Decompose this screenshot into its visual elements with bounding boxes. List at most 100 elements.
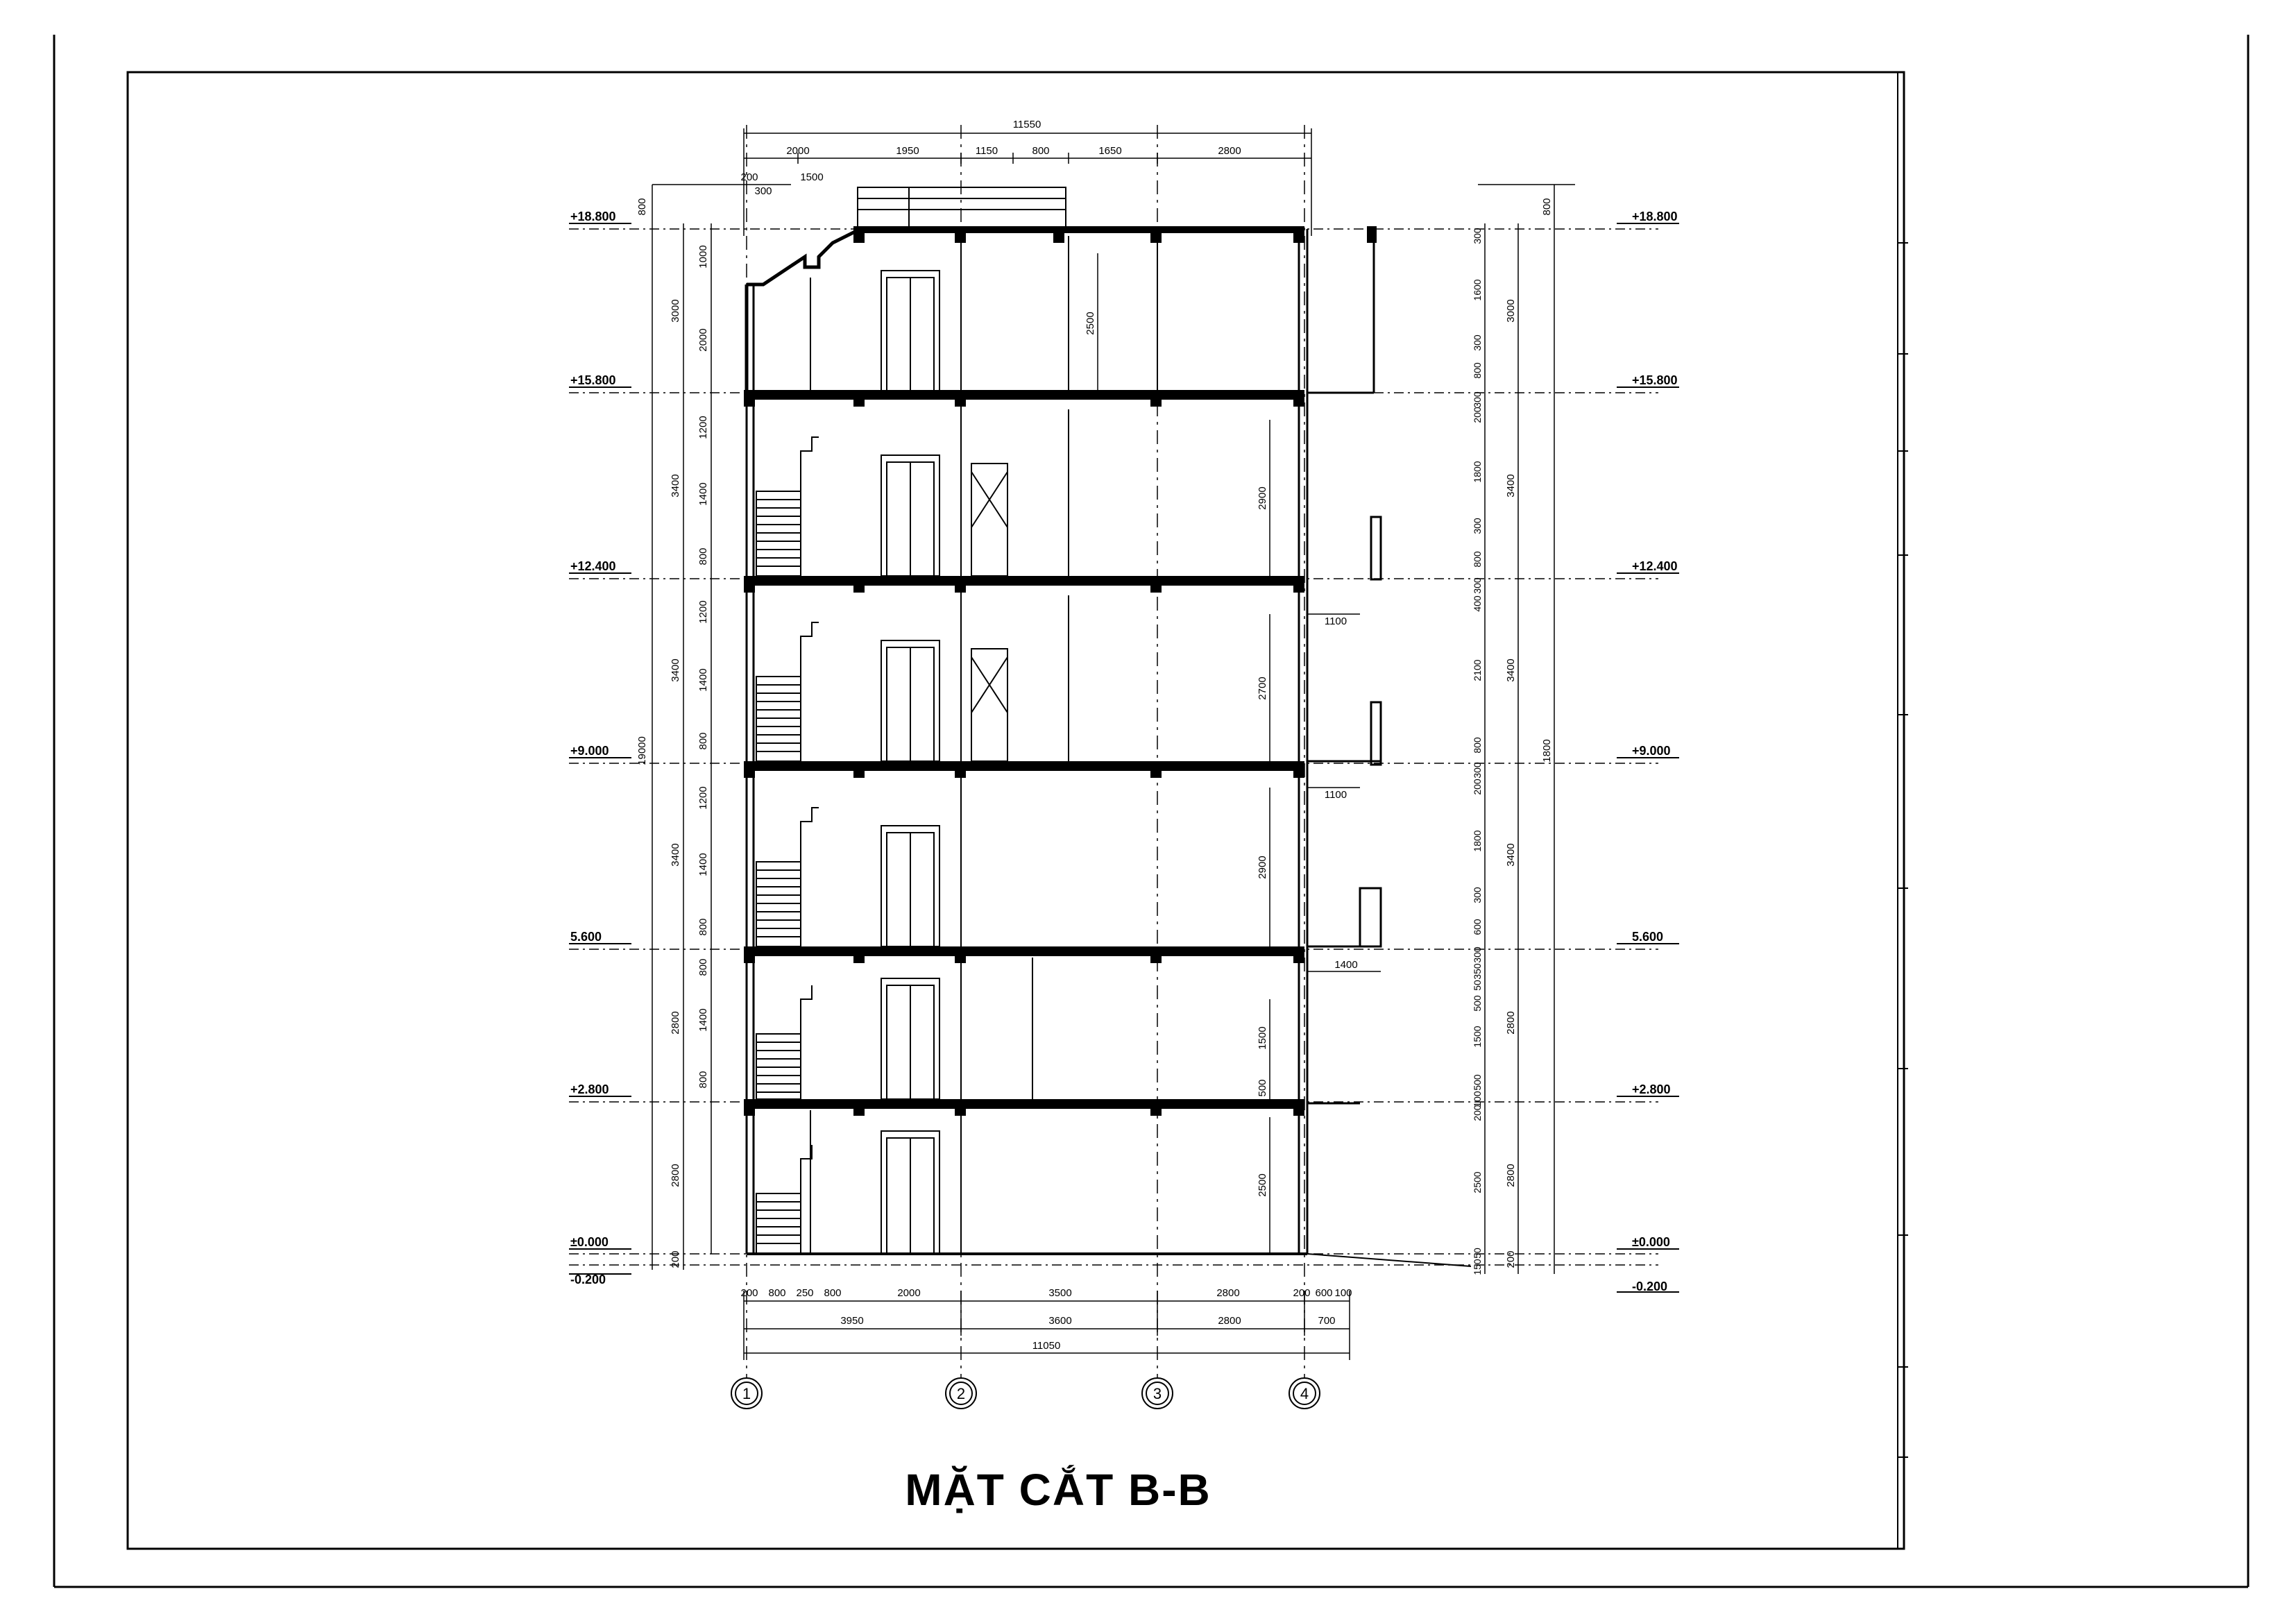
drawing-title: MẶT CẮT B-B — [905, 1465, 1211, 1515]
building-section — [744, 187, 1472, 1267]
top-dim: 2800 — [1218, 145, 1241, 157]
title-block-ticks — [1898, 242, 1908, 1458]
sheet-frame — [53, 35, 2250, 1588]
balconies — [1307, 516, 1382, 1105]
right-inner-dim: 300 — [1472, 946, 1483, 963]
level-right-7: -0.200 — [1632, 1280, 1667, 1293]
level-left-3: +9.000 — [570, 744, 609, 758]
right-inner-dim: 350 — [1472, 963, 1483, 980]
bottom-dim: 250 — [796, 1287, 813, 1299]
axis-2: 2 — [957, 1385, 965, 1402]
top-dim: 1650 — [1098, 145, 1121, 157]
stairs — [756, 436, 819, 1255]
top-dim: 1150 — [976, 145, 998, 157]
interior-dim: 2700 — [1257, 677, 1268, 699]
right-inner-dim: 800 — [1472, 551, 1483, 568]
top-dim: 800 — [1032, 145, 1049, 157]
right-inner-dim: 800 — [1472, 362, 1483, 379]
left-inner-dim: 1400 — [697, 668, 709, 691]
level-right-5: +2.800 — [1632, 1082, 1671, 1096]
level-left-1: +15.800 — [570, 373, 616, 387]
interior-dim: 1500 — [1257, 1026, 1268, 1049]
level-right-4: 5.600 — [1632, 930, 1663, 944]
left-inner-dim: 800 — [697, 958, 709, 976]
right-inner-dim: 200 — [1472, 779, 1483, 795]
bottom-dimension-labels: 200 800 250 800 2000 3500 2800 200 600 1… — [740, 1287, 1352, 1352]
right-total: 1800 — [1541, 739, 1553, 762]
left-dim: 3400 — [670, 474, 681, 497]
right-inner-dim: 300 — [1472, 887, 1483, 903]
grid-axis-lines — [746, 125, 1305, 1381]
floor-slabs — [744, 226, 1304, 1109]
level-left-2: +12.400 — [570, 559, 616, 573]
right-inner-dim: 800 — [1472, 737, 1483, 754]
left-dim: 2800 — [670, 1011, 681, 1034]
right-inner-dim: 1600 — [1472, 279, 1483, 300]
right-inner-dim: 300 — [1472, 228, 1483, 244]
left-inner-dim: 1400 — [697, 853, 709, 876]
interior-dim: 1100 — [1325, 789, 1347, 801]
level-left-7: -0.200 — [570, 1273, 606, 1286]
left-dim: 3400 — [670, 658, 681, 681]
right-inner-dim: 600 — [1472, 919, 1483, 935]
level-right-2: +12.400 — [1632, 559, 1678, 573]
bottom-dim: 200 — [740, 1287, 758, 1299]
level-marks-right — [1617, 223, 1679, 1293]
bottom-dim: 100 — [1334, 1287, 1352, 1299]
left-dim: 3400 — [670, 843, 681, 866]
left-inner-dim: 1200 — [697, 786, 709, 809]
right-inner-dim: 1800 — [1472, 461, 1483, 482]
right-mid-dim: 200 — [1505, 1250, 1517, 1268]
left-dimension-lines — [652, 185, 712, 1270]
right-mid-dim: 3000 — [1505, 299, 1517, 322]
top-dimensions — [652, 128, 1312, 236]
level-right-1: +15.800 — [1632, 373, 1678, 387]
interior-dim-labels: 2500 2900 1100 2700 1100 2900 1400 1500 … — [1085, 312, 1358, 1196]
right-inner-dim: 1800 — [1472, 830, 1483, 851]
bottom-dim: 2000 — [897, 1287, 920, 1299]
level-right-3: +9.000 — [1632, 744, 1671, 758]
interior-dimension-lines — [1097, 253, 1381, 1254]
axis-4: 4 — [1300, 1385, 1309, 1402]
bottom-dim: 2800 — [1218, 1315, 1241, 1327]
left-dim: 2800 — [670, 1164, 681, 1187]
right-inner-dim: 150 — [1472, 1259, 1483, 1275]
left-dim: 19000 — [636, 736, 648, 765]
right-inner-dim: 50 — [1472, 1248, 1483, 1259]
bottom-total: 11050 — [1032, 1340, 1061, 1352]
bottom-dim: 3500 — [1048, 1287, 1071, 1299]
right-inner-dim: 200 — [1472, 407, 1483, 423]
right-inner-dim: 400 — [1472, 595, 1483, 612]
top-sub-dim: 300 — [754, 185, 772, 197]
level-left-6: ±0.000 — [570, 1235, 609, 1249]
left-inner-dim: 800 — [697, 918, 709, 935]
top-dimension-labels: 11550 2000 1950 1150 800 1650 2800 200 1… — [740, 119, 1241, 197]
left-inner-dim: 800 — [697, 547, 709, 565]
left-inner-dim: 800 — [697, 732, 709, 749]
bottom-dim: 800 — [768, 1287, 785, 1299]
right-inner-dim: 300 — [1472, 334, 1483, 351]
left-dim: 200 — [670, 1250, 681, 1268]
level-marks-left — [569, 223, 631, 1275]
left-inner-dim: 800 — [697, 1071, 709, 1088]
left-inner-dim: 1400 — [697, 482, 709, 505]
bottom-dim: 800 — [824, 1287, 841, 1299]
left-dim: 3000 — [670, 299, 681, 322]
right-inner-dim: 300 — [1472, 518, 1483, 534]
right-inner-dim: 2500 — [1472, 1171, 1483, 1193]
grid-axis-labels: 1 2 3 4 — [742, 1385, 1309, 1402]
right-mid-dim: 3400 — [1505, 474, 1517, 497]
level-lines — [569, 228, 1658, 1266]
right-inner-dim: 300 — [1472, 577, 1483, 594]
right-inner-dim: 500 — [1472, 995, 1483, 1012]
left-inner-dim: 1000 — [697, 245, 709, 268]
left-inner-dim: 1200 — [697, 416, 709, 439]
right-inner-dim: 500 — [1472, 1074, 1483, 1091]
bottom-dim: 3600 — [1048, 1315, 1071, 1327]
right-mid-dim-labels: 800 3000 3400 3400 3400 2800 2800 200 18… — [1505, 198, 1553, 1268]
doors — [881, 270, 940, 1255]
right-inner-dim-labels: 300 1600 300 800 300 200 1800 300 800 30… — [1472, 228, 1483, 1275]
grid-axis-bubbles — [731, 1377, 1320, 1409]
level-labels-right: +18.800 +15.800 +12.400 +9.000 5.600 +2.… — [1632, 210, 1678, 1293]
right-mid-dim: 3400 — [1505, 658, 1517, 681]
